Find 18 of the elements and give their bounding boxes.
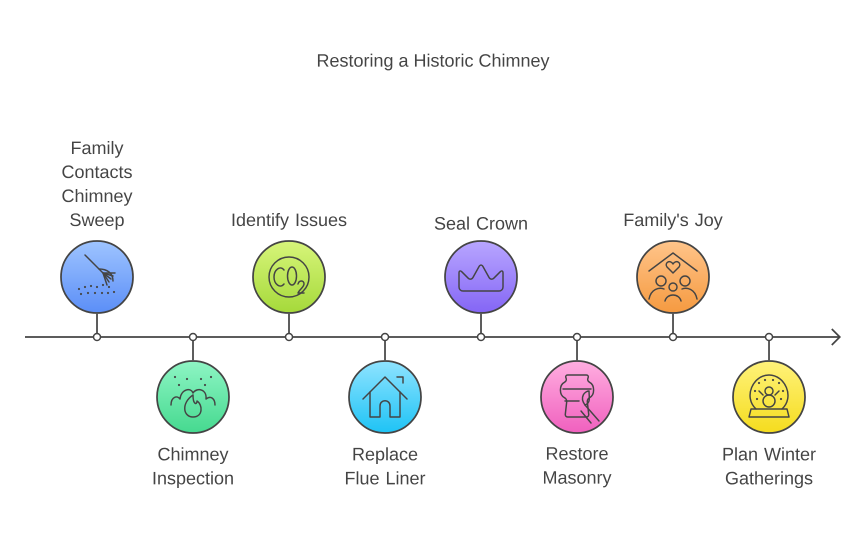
step-label: Family's Joy bbox=[624, 212, 723, 230]
stem-line bbox=[764, 332, 774, 360]
step-label: Plan Winter Gatherings bbox=[723, 447, 816, 488]
stem-line bbox=[284, 314, 294, 342]
stem-line bbox=[380, 332, 390, 360]
step-label: Restore Masonry bbox=[544, 447, 612, 488]
stem-line bbox=[476, 314, 486, 342]
step-label: Replace Flue Liner bbox=[346, 447, 426, 484]
step-label: Family Contacts Chimney Sweep bbox=[62, 140, 132, 230]
stem-line bbox=[188, 332, 198, 360]
timeline-arrow bbox=[25, 328, 842, 346]
title: Restoring a Historic Chimney bbox=[318, 54, 550, 70]
step-label: Identify Issues bbox=[232, 212, 346, 230]
stem-line bbox=[92, 314, 102, 342]
stem-line bbox=[668, 314, 678, 342]
step-label: Chimney Inspection bbox=[154, 447, 233, 488]
stem-line bbox=[572, 332, 582, 360]
step-label: Seal Crown bbox=[434, 216, 527, 230]
